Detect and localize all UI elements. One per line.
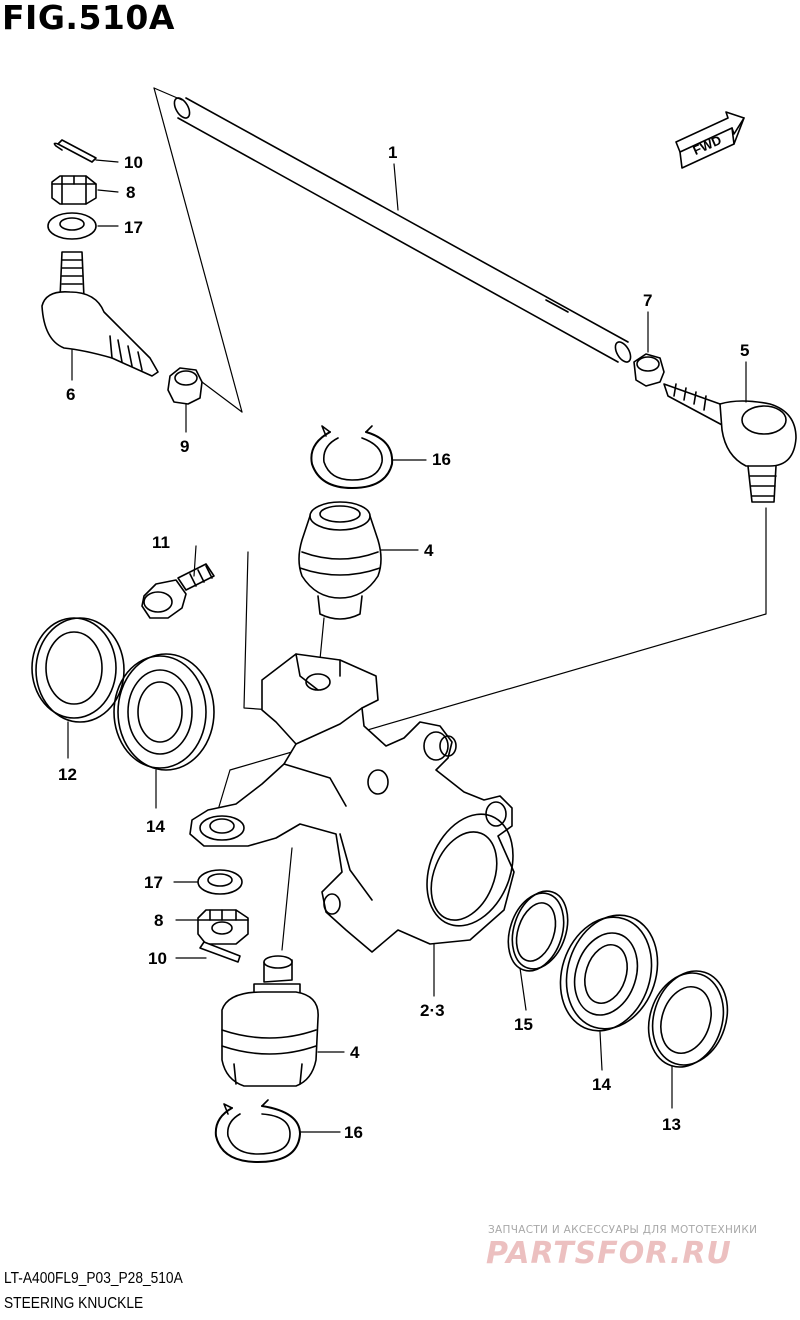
bearing-right (559, 914, 659, 1032)
callout-8-middle: 8 (154, 911, 163, 930)
callout-7: 7 (643, 291, 652, 310)
callout-8-top: 8 (126, 183, 135, 202)
callout-13: 13 (662, 1115, 681, 1134)
leader-lines (67, 159, 747, 1133)
callout-16-bottom: 16 (344, 1123, 363, 1142)
callout-labels: 1 10 8 17 6 9 7 5 16 4 11 12 14 17 8 10 … (58, 143, 749, 1142)
oil-seal-left (31, 617, 125, 723)
ball-joint-top (298, 501, 382, 620)
callout-14-right: 14 (592, 1075, 611, 1094)
ball-joint-bottom (221, 955, 319, 1087)
washer-top (47, 212, 97, 240)
callout-5: 5 (740, 341, 749, 360)
callout-4-bottom: 4 (350, 1043, 360, 1062)
figure-code: LT-A400FL9_P03_P28_510A (4, 1270, 183, 1287)
watermark-brand: PARTSFOR.RU (486, 1236, 732, 1271)
oil-seal-right (647, 970, 729, 1068)
figure-name: STEERING KNUCKLE (4, 1295, 144, 1312)
castle-nut-top (51, 175, 97, 205)
steering-knuckle (189, 653, 515, 953)
bolt (141, 563, 215, 619)
callout-2-3: 2·3 (420, 1001, 445, 1020)
callout-17-top: 17 (124, 218, 143, 237)
callout-10-middle: 10 (148, 949, 167, 968)
tie-rod-end-left (41, 251, 159, 377)
fwd-arrow-icon: FWD (675, 111, 745, 169)
callout-14-left: 14 (146, 817, 165, 836)
callout-17-middle: 17 (144, 873, 163, 892)
watermark-tagline: ЗАПЧАСТИ И АКСЕССУАРЫ ДЛЯ МОТОТЕХНИКИ (488, 1224, 758, 1236)
spacer-collar (507, 890, 569, 972)
cotter-pin-top (53, 139, 97, 163)
bearing-left (113, 653, 215, 771)
tie-rod (173, 97, 632, 363)
snap-ring-bottom (214, 1099, 301, 1163)
callout-1: 1 (388, 143, 397, 162)
callout-9: 9 (180, 437, 189, 456)
washer-middle (197, 869, 243, 895)
callout-15: 15 (514, 1015, 533, 1034)
nut-right (633, 353, 665, 387)
callout-16-top: 16 (432, 450, 451, 469)
snap-ring-top (310, 425, 394, 489)
callout-12: 12 (58, 765, 77, 784)
nut-left (167, 367, 203, 405)
callout-11: 11 (152, 533, 170, 552)
figure-title: FIG.510A (2, 0, 175, 37)
callout-10-top: 10 (124, 153, 143, 172)
assembly-guide-lines (153, 87, 767, 951)
castle-nut-middle (197, 909, 249, 945)
callout-6: 6 (66, 385, 75, 404)
cotter-pin-middle (199, 941, 241, 963)
tie-rod-end-right (663, 383, 797, 503)
callout-4-top: 4 (424, 541, 434, 560)
